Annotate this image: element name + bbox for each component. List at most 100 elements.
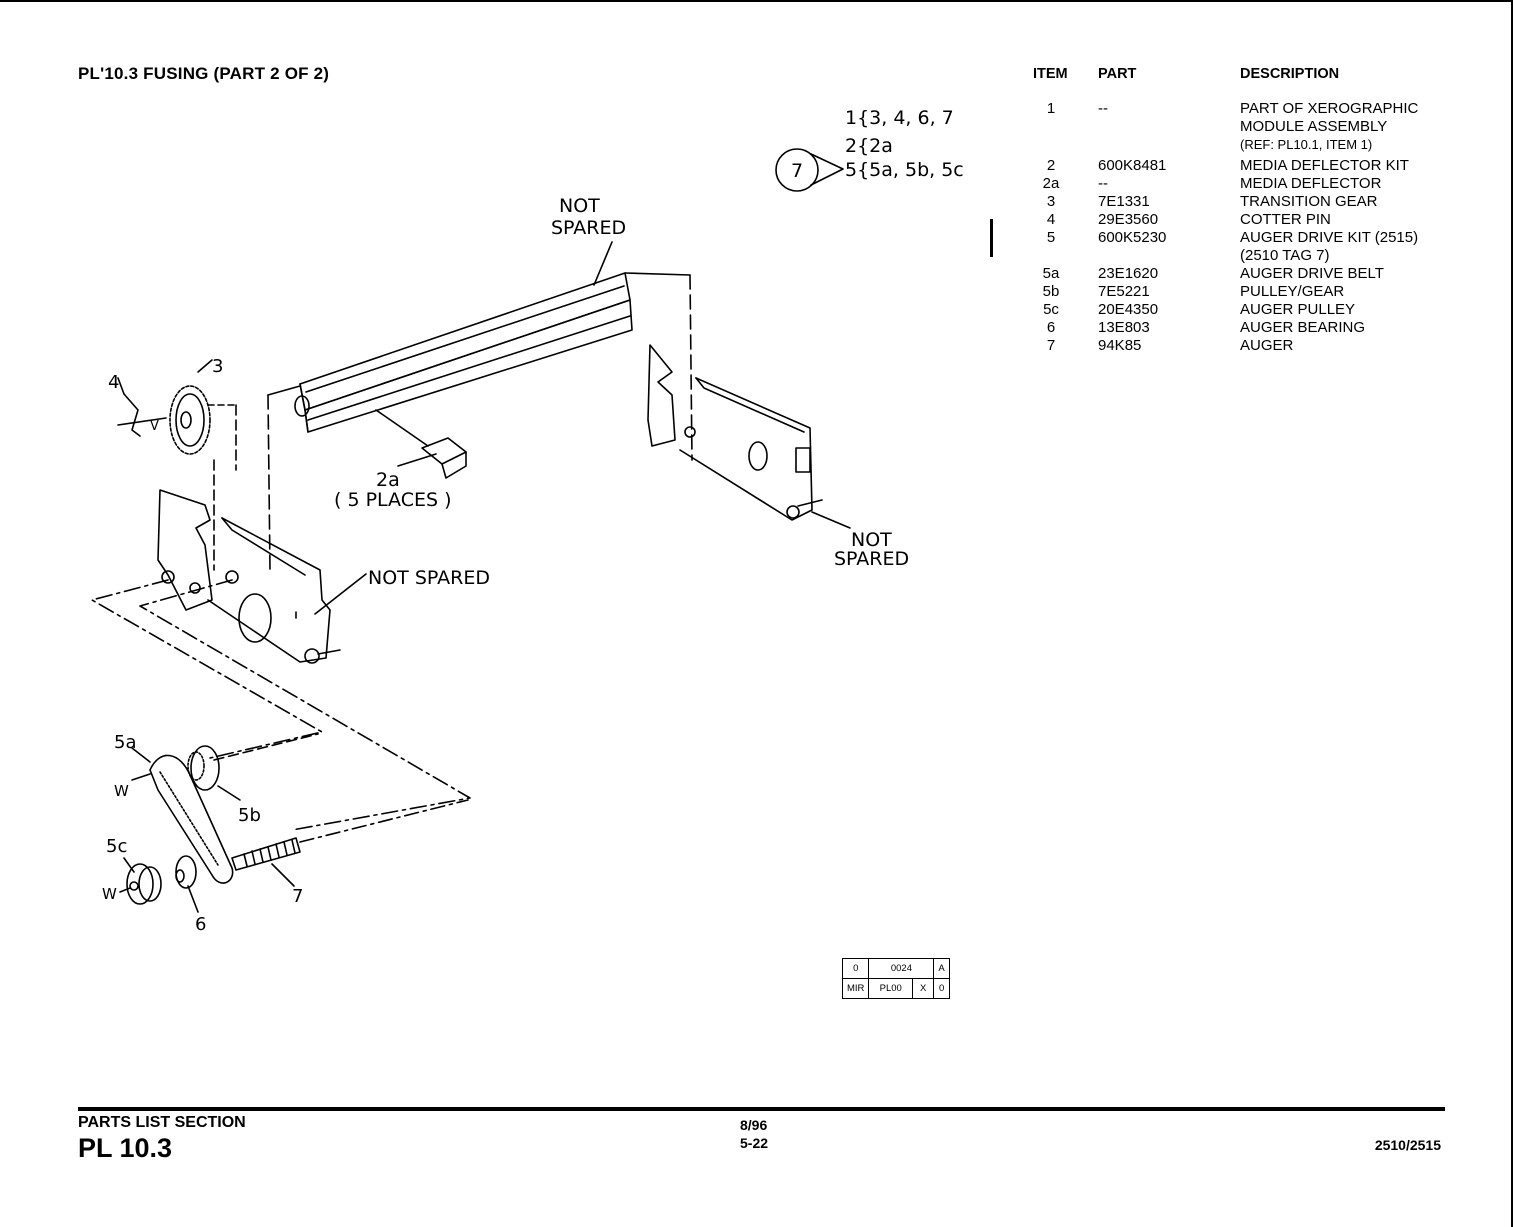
label-item-5b: 5b	[238, 805, 261, 826]
description-line: AUGER DRIVE BELT	[1240, 265, 1384, 282]
stamp-cell: 0024	[868, 958, 935, 979]
label-item-5c: 5c	[106, 836, 127, 857]
label-item-2a: 2a	[376, 469, 400, 491]
cell-description: AUGER DRIVE BELT	[1240, 265, 1460, 283]
footer-section-title: PARTS LIST SECTION	[78, 1114, 246, 1131]
label-item-5a: 5a	[114, 732, 136, 753]
cell-item: 6	[1046, 319, 1056, 336]
table-row: 2 600K8481 MEDIA DEFLECTOR KIT	[1025, 157, 1455, 175]
auger	[231, 837, 301, 871]
transition-gear	[169, 359, 213, 455]
stamp-cell: PL00	[868, 978, 913, 999]
cell-description: AUGER DRIVE KIT (2515)(2510 TAG 7)	[1240, 229, 1460, 265]
label-not-spared-left: NOT SPARED	[368, 567, 490, 589]
cell-part: 13E803	[1098, 319, 1150, 336]
cell-item: 1	[1046, 100, 1056, 117]
label-item-4: 4	[108, 372, 119, 393]
page-title: PL'10.3 FUSING (PART 2 OF 2)	[78, 64, 330, 83]
cell-item: 5b	[1042, 283, 1060, 300]
cell-item: 3	[1046, 193, 1056, 210]
cell-item: 7	[1046, 337, 1056, 354]
footer-model: 2510/2515	[1374, 1137, 1441, 1153]
auger-bearing	[175, 855, 197, 889]
pulley-gear	[187, 745, 220, 791]
header-part: PART	[1098, 66, 1137, 82]
tag-number: 7	[791, 160, 803, 182]
cell-description: COTTER PIN	[1240, 211, 1460, 229]
label-item-7: 7	[292, 886, 303, 907]
description-line: AUGER PULLEY	[1240, 301, 1356, 318]
label-w-lower: W	[102, 885, 117, 903]
media-deflector-rail	[294, 272, 693, 461]
auger-pulley	[126, 863, 162, 905]
auger-drive-belt	[149, 754, 234, 884]
alignment-lines	[91, 579, 471, 831]
description-line: (REF: PL10.1, ITEM 1)	[1240, 137, 1373, 152]
label-not-spared-top-2: SPARED	[551, 217, 626, 239]
footer-page: 5-22	[740, 1135, 769, 1151]
label-not-spared-right-1: NOT	[851, 529, 892, 551]
cell-part: --	[1098, 100, 1108, 117]
cell-part: 20E4350	[1098, 301, 1159, 318]
description-line: MEDIA DEFLECTOR KIT	[1240, 157, 1409, 174]
stamp-cell: A	[933, 958, 950, 979]
description-line: (2510 TAG 7)	[1240, 247, 1330, 264]
label-v: V	[150, 419, 159, 434]
stamp-cell: MIR	[841, 978, 870, 999]
right-border	[1511, 0, 1513, 1227]
description-line: COTTER PIN	[1240, 211, 1331, 228]
kit-line-1: 1{3, 4, 6, 7	[845, 107, 954, 129]
footer-date-page: 8/96 5-22	[740, 1116, 768, 1152]
label-item-3: 3	[212, 356, 223, 377]
label-w-upper: W	[114, 782, 129, 800]
description-line: PULLEY/GEAR	[1240, 283, 1345, 300]
description-line: MEDIA DEFLECTOR	[1240, 175, 1382, 192]
cell-item: 2	[1046, 157, 1056, 174]
footer-rule	[78, 1107, 1445, 1111]
deflector-clip	[375, 409, 467, 479]
label-not-spared-top-1: NOT	[559, 195, 600, 217]
header-description: DESCRIPTION	[1240, 66, 1340, 82]
description-line: PART OF XEROGRAPHIC	[1240, 100, 1419, 117]
cell-item: 5	[1046, 229, 1056, 246]
description-line: TRANSITION GEAR	[1240, 193, 1378, 210]
table-row: 2a--MEDIA DEFLECTOR	[1025, 175, 1455, 193]
cell-description: AUGER	[1240, 337, 1460, 355]
footer-pl-number: PL 10.3	[78, 1133, 173, 1163]
cell-item: 5c	[1043, 301, 1059, 318]
cell-item: 4	[1046, 211, 1056, 228]
cell-part: 7E5221	[1098, 283, 1150, 300]
cell-description: MEDIA DEFLECTOR KIT	[1240, 157, 1460, 175]
stamp-cell: 0	[841, 958, 870, 979]
description-line: AUGER DRIVE KIT (2515)	[1240, 229, 1419, 246]
parts-table-header: ITEM PART DESCRIPTION	[1025, 64, 1455, 100]
stamp-cell: 0	[933, 978, 950, 999]
cell-part: 23E1620	[1098, 265, 1159, 282]
cell-part: 600K8481	[1098, 157, 1167, 174]
stamp-cell: X	[911, 978, 935, 999]
cell-description: PULLEY/GEAR	[1240, 283, 1460, 301]
cell-description: AUGER BEARING	[1240, 319, 1460, 337]
table-row: 5b 7E5221 PULLEY/GEAR	[1025, 283, 1455, 301]
description-line: MODULE ASSEMBLY	[1240, 118, 1388, 135]
cotter-pin	[117, 377, 167, 437]
table-row: 5 600K5230 AUGER DRIVE KIT (2515)(2510 TAG…	[1025, 229, 1455, 265]
label-item-6: 6	[195, 914, 206, 935]
kit-line-3: 5{5a, 5b, 5c	[845, 159, 964, 181]
cell-part: 600K5230	[1098, 229, 1167, 246]
fusing-parts-diagram: 1{3, 4, 6, 7 2{2a 5{5a, 5b, 5c 7	[91, 107, 964, 935]
cell-part: 94K85	[1098, 337, 1142, 354]
cell-description: TRANSITION GEAR	[1240, 193, 1460, 211]
table-row: 5c 20E4350 AUGER PULLEY	[1025, 301, 1455, 319]
cell-description: MEDIA DEFLECTOR	[1240, 175, 1460, 193]
left-frame-bracket	[157, 489, 341, 664]
parts-table: ITEM PART DESCRIPTION 1 -- PART OF XEROGRA…	[1025, 64, 1455, 355]
revision-stamp: 0 0024 A MIR PL00 X 0	[841, 958, 950, 999]
